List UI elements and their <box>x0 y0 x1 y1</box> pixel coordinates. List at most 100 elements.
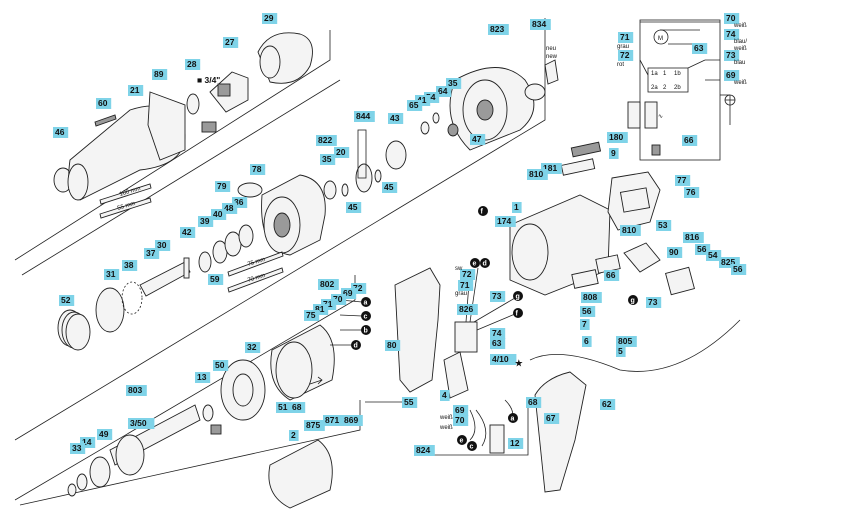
callout-text-823: 823 <box>490 24 504 34</box>
callout-text-69a: 69 <box>343 288 353 298</box>
callout-810b: 810 <box>620 225 641 236</box>
callout-822: 822 <box>316 135 337 146</box>
callout-1: 1 <box>512 202 522 213</box>
clutch-row <box>57 224 284 351</box>
callout-text-70b: 70 <box>455 415 465 425</box>
callout-text-79: 79 <box>217 181 227 191</box>
marker-text-1: c <box>364 314 368 321</box>
marker-text-5: d <box>483 261 487 268</box>
handle-62 <box>534 371 587 493</box>
cover-834 <box>524 83 546 101</box>
washer-28 <box>186 93 200 115</box>
callout-text-350: 3/50 <box>130 418 147 428</box>
callout-text-45a: 45 <box>348 202 358 212</box>
callout-text-38: 38 <box>124 260 134 270</box>
callout-844: 844 <box>354 111 375 122</box>
callout-47: 47 <box>470 134 486 145</box>
callout-text-31: 31 <box>106 269 116 279</box>
callout-text-30: 30 <box>157 240 167 250</box>
weiss-70-text: weiß <box>733 23 747 29</box>
callout-73c: 73 <box>724 50 740 61</box>
callout-text-12: 12 <box>510 438 520 448</box>
callout-65: 65 <box>407 100 423 111</box>
weiss-69-text: weiß <box>733 80 747 86</box>
callout-21: 21 <box>128 85 144 96</box>
callout-70a: 70 <box>331 294 347 305</box>
callout-52: 52 <box>59 295 75 306</box>
callout-text-33: 33 <box>72 443 82 453</box>
callout-74: 74 <box>490 328 506 339</box>
callout-71c: 71 <box>618 32 634 43</box>
callout-803: 803 <box>126 385 147 396</box>
spindle-30 <box>139 261 191 297</box>
star-icon: ★ <box>515 358 524 368</box>
callout-text-5: 5 <box>618 346 623 356</box>
callout-text-802: 802 <box>320 279 334 289</box>
callout-text-69c: 69 <box>726 70 736 80</box>
callout-text-40: 40 <box>213 209 223 219</box>
marker-f-7: f <box>513 308 523 318</box>
marker-text-9: g <box>631 298 635 305</box>
callout-60: 60 <box>96 98 112 109</box>
callout-text-81: 81 <box>315 304 325 314</box>
callout-text-70c: 70 <box>726 13 736 23</box>
screw-long <box>99 183 152 205</box>
callout-5: 5 <box>616 346 626 357</box>
callout-30: 30 <box>155 240 171 251</box>
callout-48: 48 <box>222 203 238 214</box>
marker-text-2: b <box>364 328 368 335</box>
callout-823: 823 <box>488 24 509 35</box>
callout-text-28: 28 <box>187 59 197 69</box>
callout-text-871: 871 <box>325 415 339 425</box>
callout-text-80: 80 <box>387 340 397 350</box>
weiss-69b-text: weiß <box>439 415 453 421</box>
callout-text-4: 4 <box>442 390 447 400</box>
callout-805: 805 <box>616 336 637 347</box>
callout-text-68b: 68 <box>528 397 538 407</box>
marker-a-0: a <box>361 297 371 307</box>
marker-text-4: e <box>473 261 477 268</box>
callout-50: 50 <box>213 360 229 371</box>
callout-9: 9 <box>609 148 619 159</box>
marker-d-5: d <box>480 258 490 268</box>
callout-text-869: 869 <box>344 415 358 425</box>
marker-text-6: g <box>516 294 520 301</box>
callout-181: 181 <box>541 163 562 174</box>
callout-78: 78 <box>250 164 266 175</box>
marker-d-3: d <box>351 340 361 350</box>
marker-a-12: a <box>508 413 518 423</box>
callout-72b: 72 <box>460 269 476 280</box>
marker-g-9: g <box>628 295 638 305</box>
marker-text-8: f <box>481 209 484 216</box>
callout-54: 54 <box>424 92 440 103</box>
mechanism-mid-row <box>237 59 559 256</box>
marker-text-12: a <box>511 416 515 423</box>
callout-70c: 70 <box>724 13 740 24</box>
callout-text-69b: 69 <box>455 405 465 415</box>
svg-text:2b: 2b <box>674 85 681 91</box>
balls-38 <box>121 281 143 315</box>
callout-text-56c: 56 <box>582 306 592 316</box>
callout-824: 824 <box>414 445 435 456</box>
marker-c-1: c <box>361 311 371 321</box>
callout-text-52: 52 <box>61 295 71 305</box>
callout-text-181: 181 <box>543 163 557 173</box>
callout-text-73b: 73 <box>492 291 502 301</box>
callout-90: 90 <box>667 247 683 258</box>
callout-875: 875 <box>304 420 325 431</box>
callout-text-64: 64 <box>438 86 448 96</box>
callout-text-2: 2 <box>291 430 296 440</box>
callout-text-42: 42 <box>182 227 192 237</box>
callout-42: 42 <box>180 227 196 238</box>
callout-43: 43 <box>388 113 404 124</box>
dim-100-text: 100 mm <box>119 186 141 198</box>
callout-63a: 63 <box>490 338 506 349</box>
callout-67: 67 <box>544 413 560 424</box>
callout-871: 871 <box>323 415 344 426</box>
callout-text-56a: 56 <box>697 244 707 254</box>
callout-text-74: 74 <box>492 328 502 338</box>
grau-71-text: grau <box>617 44 629 50</box>
callout-text-60: 60 <box>98 98 108 108</box>
